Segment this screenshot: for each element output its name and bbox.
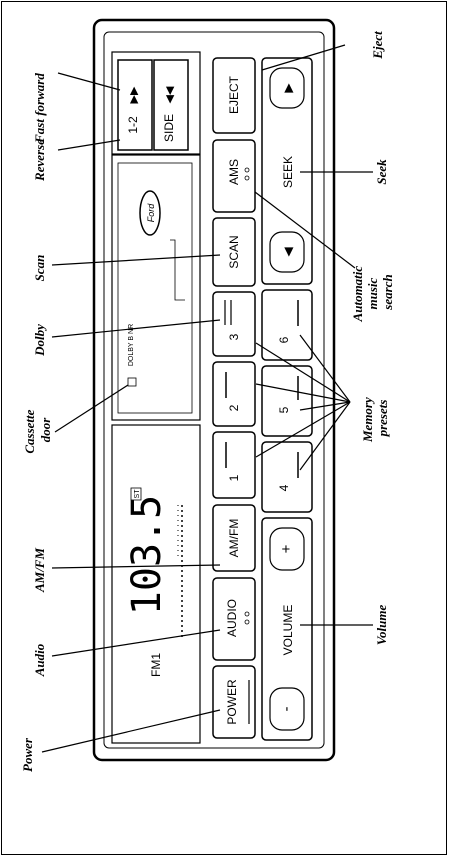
audio-led-icon bbox=[244, 611, 250, 617]
cassette-door[interactable] bbox=[111, 154, 201, 421]
cassette-slot-frame bbox=[117, 162, 193, 414]
power-button[interactable] bbox=[212, 665, 256, 739]
ams-led-icon bbox=[244, 167, 250, 173]
ams-led-icon bbox=[244, 175, 250, 181]
leader-memory-preset bbox=[255, 342, 351, 403]
preset-1-button[interactable] bbox=[212, 431, 256, 499]
volume-rocker[interactable] bbox=[261, 517, 313, 741]
preset-3-button[interactable] bbox=[212, 291, 256, 357]
callout-audio: Audio bbox=[32, 643, 47, 677]
reverse-icon: ◀◀ bbox=[164, 86, 176, 103]
callout-ams-line: search bbox=[380, 274, 395, 310]
scan-button-label: SCAN bbox=[227, 235, 241, 268]
leader-cassette-door bbox=[54, 384, 129, 433]
power-button-label: POWER bbox=[225, 679, 239, 725]
leader-audio bbox=[51, 629, 221, 657]
stereo-indicator-box bbox=[130, 487, 142, 501]
radio-inner-bezel bbox=[103, 31, 325, 749]
callout-reverse: Reverse bbox=[32, 139, 47, 182]
fast-forward-icon: ▶▶ bbox=[128, 86, 140, 103]
callout-volume: Volume bbox=[374, 605, 389, 646]
leader-reverse bbox=[57, 139, 121, 151]
callout-ams-line: Automatic bbox=[350, 266, 365, 323]
leader-memory-preset bbox=[255, 401, 351, 458]
preset-3-label: 3 bbox=[227, 333, 241, 340]
callout-cassette-door-line: Cassette bbox=[22, 409, 37, 453]
callout-cassette-door: Cassette door bbox=[22, 406, 53, 453]
volume-up-button[interactable] bbox=[269, 527, 305, 571]
leader-am-fm bbox=[51, 564, 221, 569]
callout-memory-presets-line: presets bbox=[375, 400, 390, 438]
seek-up-button[interactable] bbox=[269, 67, 305, 109]
stereo-indicator: ST bbox=[134, 489, 141, 499]
leader-eject bbox=[261, 44, 346, 71]
am-fm-button[interactable] bbox=[212, 504, 256, 572]
seek-down-button[interactable] bbox=[269, 231, 305, 273]
callout-memory-presets-line: Memory bbox=[360, 397, 375, 443]
callout-fast-forward: Fast forward bbox=[32, 73, 47, 144]
leader-memory-preset bbox=[299, 401, 351, 411]
callout-am-fm: AM/FM bbox=[32, 548, 47, 594]
preset-6-button[interactable] bbox=[261, 289, 313, 361]
radio-outer-bezel bbox=[92, 18, 336, 762]
volume-down-button[interactable] bbox=[269, 687, 305, 731]
callout-memory-presets: Memory presets bbox=[360, 394, 390, 443]
volume-label: VOLUME bbox=[281, 605, 295, 656]
callout-cassette-door-line: door bbox=[38, 417, 53, 443]
eject-button-label: EJECT bbox=[227, 75, 241, 114]
preset-6-label: 6 bbox=[277, 336, 291, 343]
callout-dolby: Dolby bbox=[32, 324, 47, 357]
ams-button-label: AMS bbox=[227, 159, 241, 185]
audio-button-label: AUDIO bbox=[225, 599, 239, 637]
volume-down-icon: - bbox=[278, 707, 295, 712]
callout-power: Power bbox=[20, 737, 35, 772]
callout-ams-line: music bbox=[365, 278, 380, 310]
band-indicator: FM1 bbox=[149, 653, 163, 677]
cassette-slot-edge bbox=[170, 239, 185, 301]
audio-button[interactable] bbox=[212, 577, 256, 661]
dolby-indicator-label: DOLBY B NR bbox=[128, 324, 135, 366]
leader-automatic-music-search bbox=[254, 191, 356, 269]
frequency-readout: 103.5 bbox=[124, 495, 170, 615]
leader-memory-preset bbox=[255, 383, 351, 403]
lcd-display bbox=[111, 424, 201, 744]
eject-button[interactable] bbox=[212, 57, 256, 134]
seek-rocker[interactable] bbox=[261, 57, 313, 285]
callout-eject: Eject bbox=[370, 31, 385, 60]
scan-button[interactable] bbox=[212, 217, 256, 287]
am-fm-button-label: AM/FM bbox=[227, 519, 241, 558]
preset-1-label: 1 bbox=[227, 474, 241, 481]
dolby-indicator-icon bbox=[127, 377, 137, 387]
preset-2-button[interactable] bbox=[212, 361, 256, 427]
preset-5-button[interactable] bbox=[261, 365, 313, 437]
volume-up-icon: + bbox=[278, 544, 295, 553]
leader-power bbox=[41, 709, 221, 753]
callout-scan: Scan bbox=[32, 255, 47, 282]
tape-transport-panel bbox=[111, 51, 201, 155]
seek-label: SEEK bbox=[281, 156, 295, 188]
preset-2-label: 2 bbox=[227, 404, 241, 411]
leader-memory-preset bbox=[299, 401, 351, 471]
leader-dolby bbox=[51, 319, 221, 338]
callout-automatic-music-search: Automatic music search bbox=[350, 263, 395, 323]
seek-down-icon: ◀ bbox=[281, 247, 295, 257]
ford-logo-text: Ford bbox=[146, 203, 156, 223]
side-label: SIDE bbox=[162, 114, 176, 142]
preset-4-label: 4 bbox=[277, 484, 291, 491]
preset-4-button[interactable] bbox=[261, 441, 313, 513]
ford-logo bbox=[139, 190, 161, 236]
callout-seek: Seek bbox=[374, 159, 389, 185]
preset-5-label: 5 bbox=[277, 406, 291, 413]
leader-fast-forward bbox=[57, 72, 121, 91]
seek-up-icon: ▶ bbox=[281, 83, 295, 93]
side-12-label: 1-2 bbox=[126, 116, 140, 134]
leader-scan bbox=[51, 254, 221, 266]
fast-forward-button[interactable] bbox=[117, 59, 153, 151]
ams-button[interactable] bbox=[212, 139, 256, 213]
audio-led-icon bbox=[244, 619, 250, 625]
reverse-button[interactable] bbox=[153, 59, 189, 151]
leader-memory-preset bbox=[299, 334, 351, 403]
